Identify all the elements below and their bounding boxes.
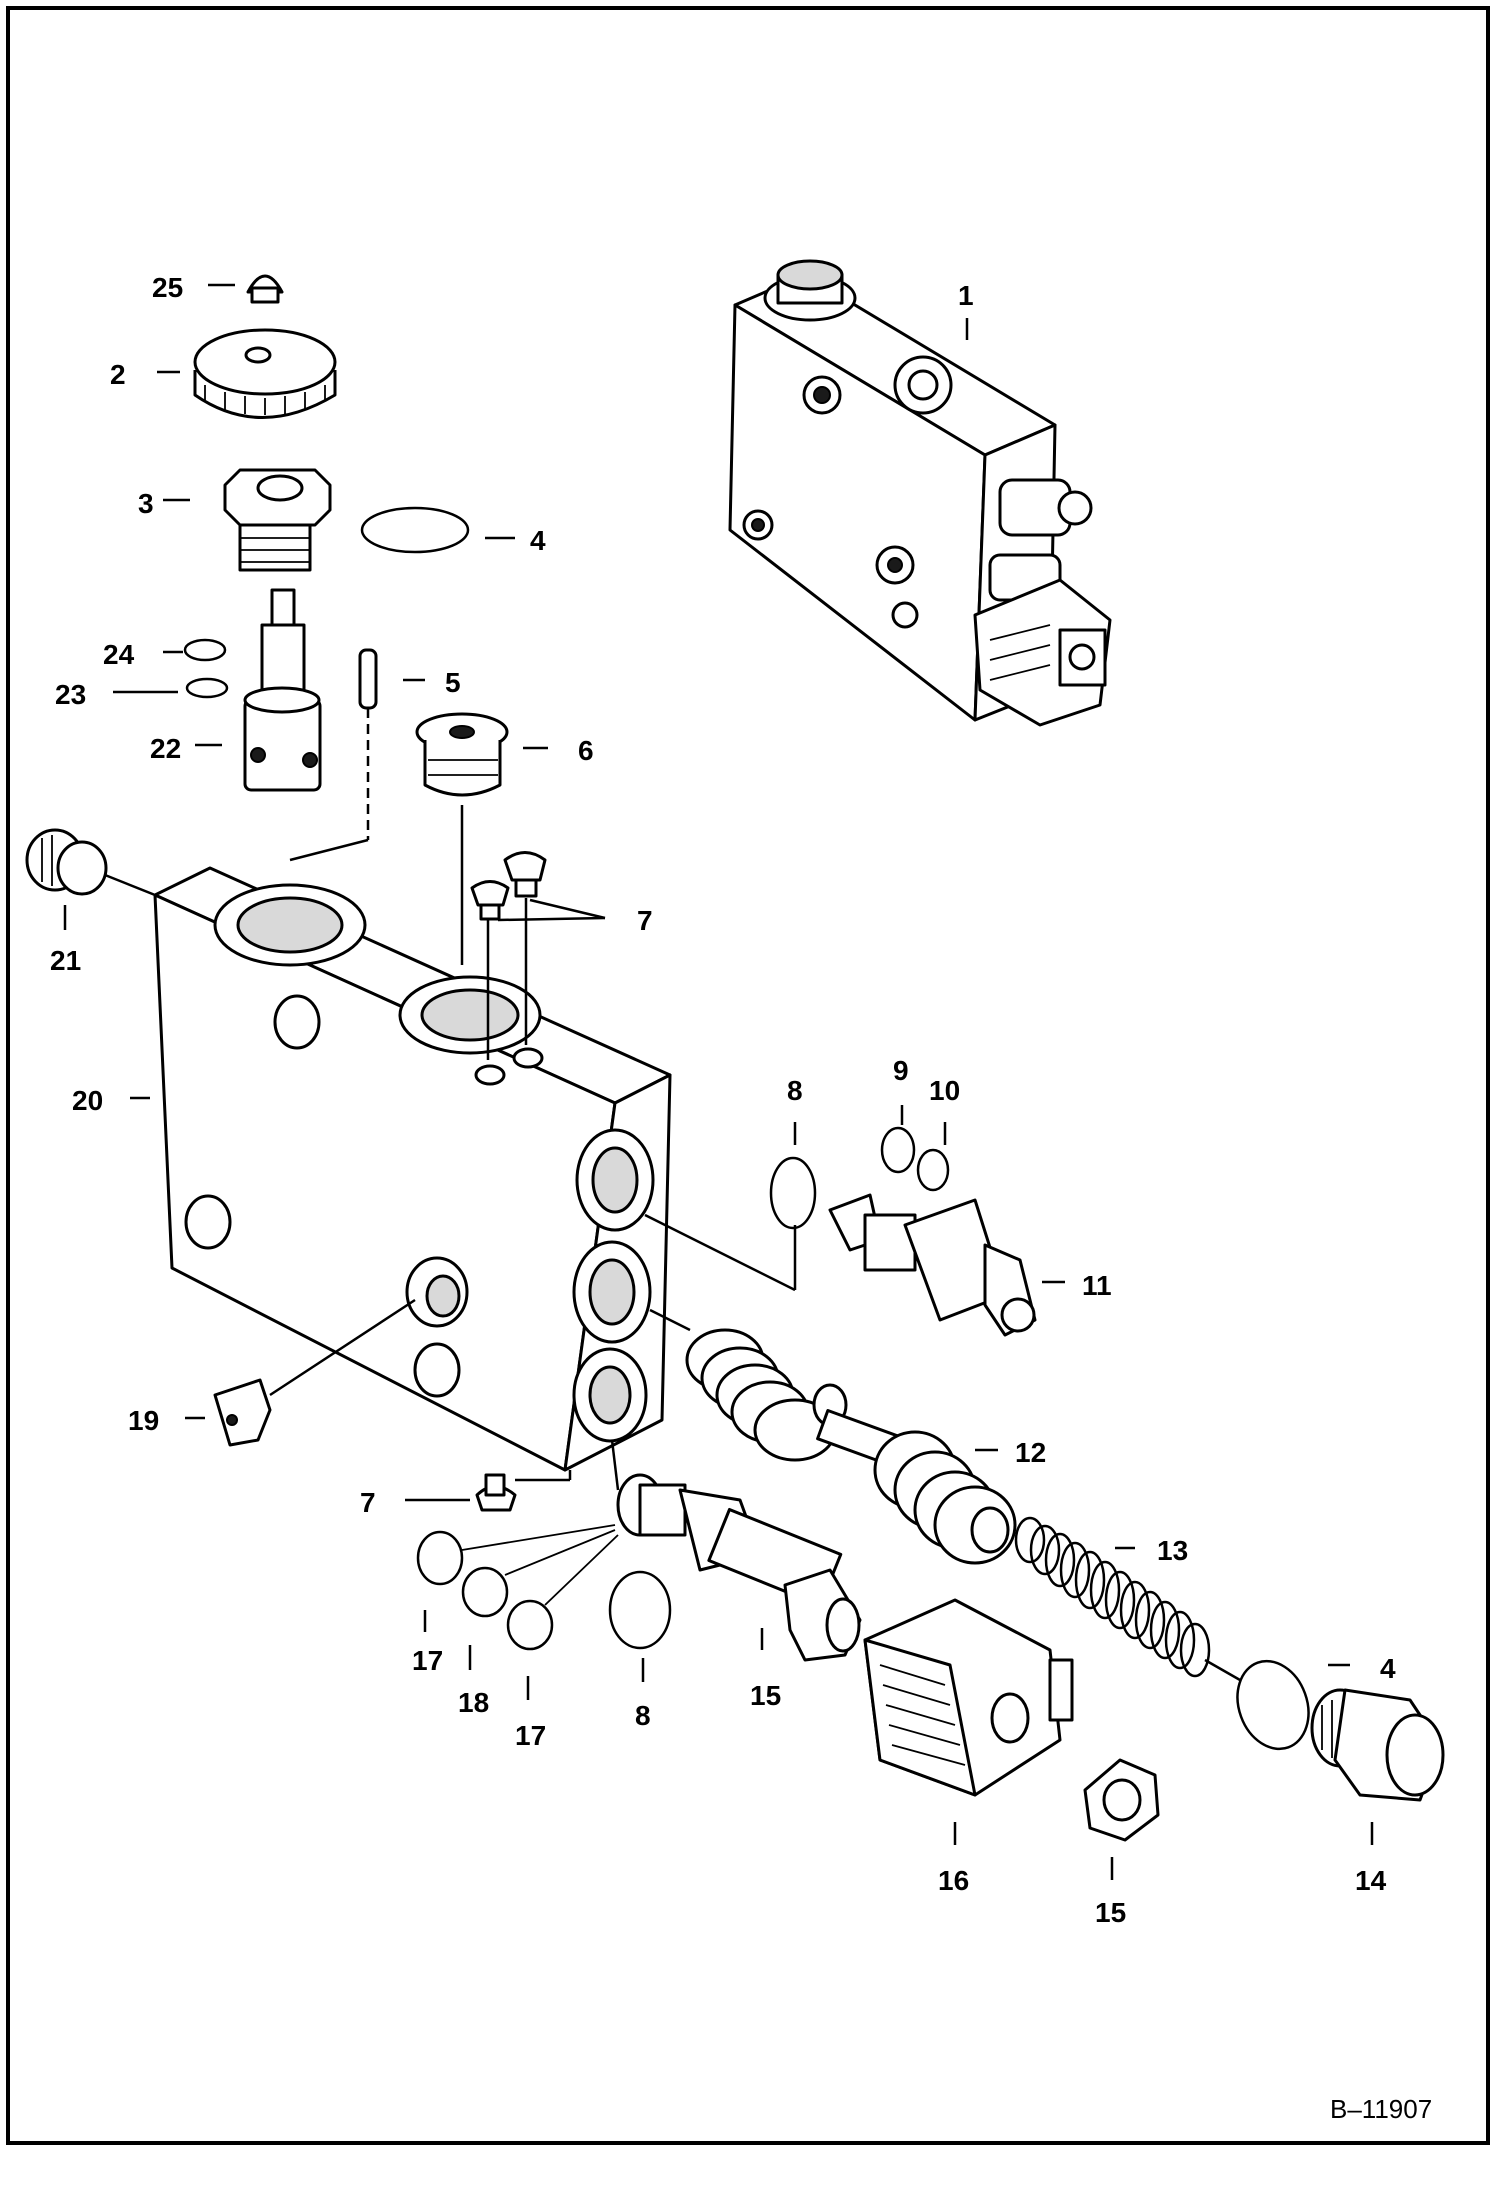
screws-part-7-top <box>470 851 547 921</box>
o-ring-part-8-lower <box>608 1570 672 1650</box>
callout-22: 22 <box>150 733 181 764</box>
callout-1: 1 <box>958 280 974 311</box>
plug-part-6 <box>415 712 509 797</box>
o-ring-part-8-upper <box>769 1156 817 1230</box>
callout-3: 3 <box>138 488 154 519</box>
ring-part-23 <box>185 677 229 699</box>
coil-part-16 <box>863 1598 1074 1797</box>
solenoid-cartridge-part-15 <box>616 1473 862 1662</box>
callout-7-upper: 7 <box>637 905 653 936</box>
callout-21: 21 <box>50 945 81 976</box>
callout-18: 18 <box>458 1687 489 1718</box>
callout-7-lower: 7 <box>360 1487 376 1518</box>
callout-15-lower: 15 <box>1095 1897 1126 1928</box>
callout-6: 6 <box>578 735 594 766</box>
pin-part-5 <box>358 648 378 710</box>
plug-part-21 <box>25 828 108 896</box>
callout-17-left: 17 <box>412 1645 443 1676</box>
spring-part-13 <box>1014 1516 1211 1678</box>
callout-8-upper: 8 <box>787 1075 803 1106</box>
drawing-frame <box>6 6 1490 2145</box>
leader-lines <box>63 283 1374 1880</box>
cartridge-part-11 <box>828 1193 1037 1337</box>
plug-part-19 <box>213 1378 272 1447</box>
callout-23: 23 <box>55 679 86 710</box>
ring-part-24 <box>183 638 227 662</box>
callout-15-upper: 15 <box>750 1680 781 1711</box>
ring-part-10 <box>916 1148 950 1192</box>
nut-part-15 <box>1083 1758 1160 1842</box>
plug-part-3 <box>223 468 332 572</box>
callout-14: 14 <box>1355 1865 1387 1896</box>
callout-19: 19 <box>128 1405 159 1436</box>
o-ring-part-4 <box>360 506 470 554</box>
ring-part-17-left <box>416 1530 464 1586</box>
screw-part-7-lower <box>475 1473 517 1512</box>
callout-25: 25 <box>152 272 183 303</box>
callout-13: 13 <box>1157 1535 1188 1566</box>
callout-9: 9 <box>893 1055 909 1086</box>
callout-20: 20 <box>72 1085 103 1116</box>
valve-body-part-20 <box>153 866 672 1472</box>
callout-5: 5 <box>445 667 461 698</box>
callout-8-lower: 8 <box>635 1700 651 1731</box>
o-ring-part-4-lower <box>1236 1659 1310 1751</box>
plug-part-14 <box>1310 1688 1445 1802</box>
callout-2: 2 <box>110 359 126 390</box>
callout-labels: 25 2 1 3 4 24 23 5 22 6 7 21 20 8 9 10 1… <box>50 272 1396 1928</box>
callout-24: 24 <box>103 639 135 670</box>
callout-4-lower: 4 <box>1380 1653 1396 1684</box>
callout-4-upper: 4 <box>530 525 546 556</box>
ring-part-17-right <box>506 1599 554 1651</box>
stem-part-22 <box>243 588 322 792</box>
ring-part-9 <box>880 1126 916 1174</box>
callout-17-right: 17 <box>515 1720 546 1751</box>
ring-part-18 <box>461 1566 509 1618</box>
callout-16: 16 <box>938 1865 969 1896</box>
knob-part-2 <box>193 328 337 419</box>
callout-10: 10 <box>929 1075 960 1106</box>
assembled-valve-part-1 <box>728 259 1112 727</box>
drawing-number: B–11907 <box>1330 2094 1432 2124</box>
spool-part-12 <box>685 1328 1017 1565</box>
callout-11: 11 <box>1082 1270 1112 1301</box>
callout-12: 12 <box>1015 1437 1046 1468</box>
cap-part-25 <box>246 274 284 304</box>
